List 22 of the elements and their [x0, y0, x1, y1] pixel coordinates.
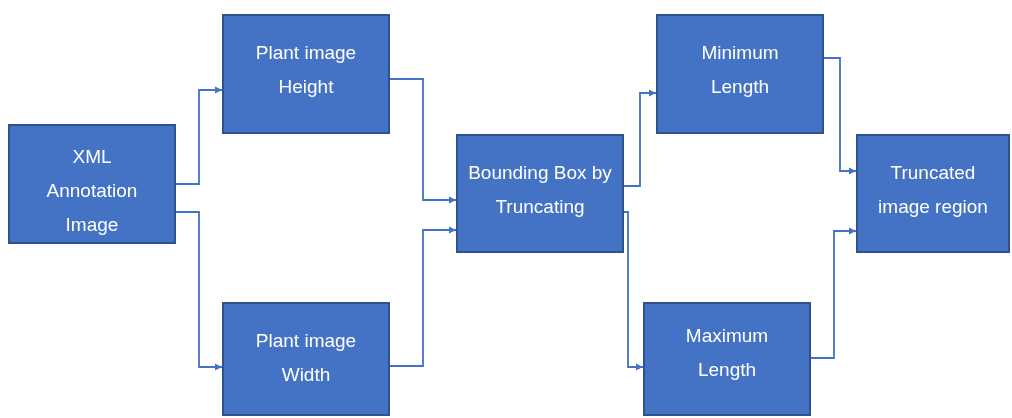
arrow — [175, 86, 223, 185]
box-label: Plant image Width — [254, 329, 358, 387]
box-label: Plant image Height — [254, 41, 358, 99]
arrow — [389, 226, 457, 367]
arrow — [810, 227, 857, 359]
box-label: Maximum Length — [684, 324, 770, 382]
box-label: Minimum Length — [700, 41, 780, 99]
process-box — [456, 134, 624, 253]
process-box — [656, 14, 824, 134]
box-label: Bounding Box by Truncating — [467, 161, 613, 219]
process-box — [222, 14, 390, 134]
process-box — [643, 302, 811, 416]
process-box — [222, 302, 390, 416]
arrow — [175, 211, 223, 371]
arrow — [823, 57, 857, 175]
process-box — [856, 134, 1010, 253]
box-label: XML Annotation Image — [45, 145, 139, 237]
arrow — [389, 78, 457, 204]
arrow — [623, 211, 644, 371]
process-box — [8, 124, 176, 244]
box-label: Truncated image region — [877, 161, 989, 219]
arrow — [623, 89, 657, 187]
